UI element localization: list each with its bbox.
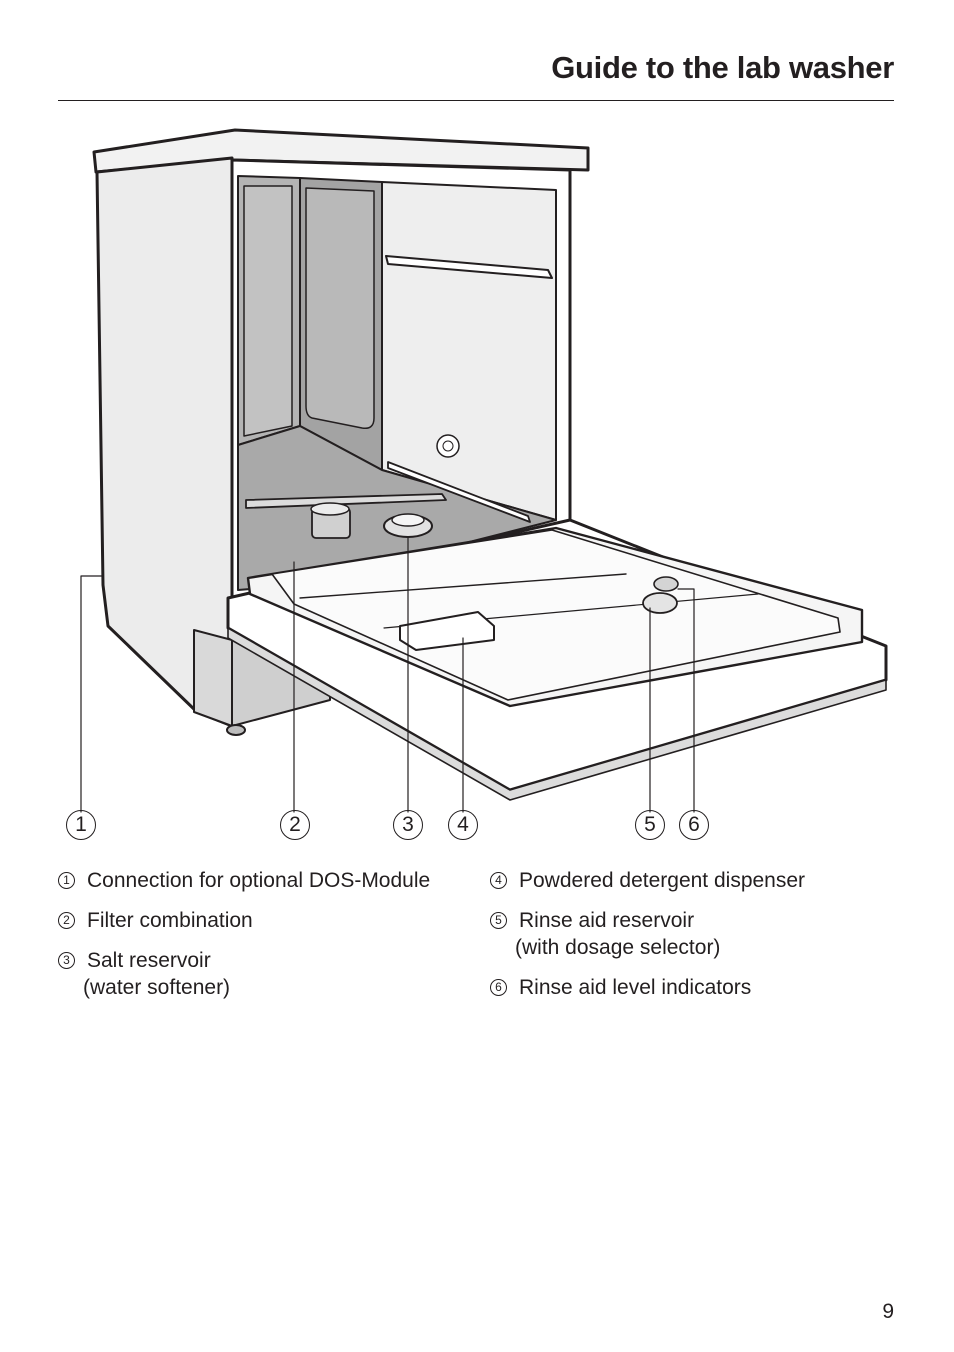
legend-text: Rinse aid reservoir	[519, 909, 695, 932]
callout-3: 3	[393, 810, 423, 840]
basket-rail-lower	[387, 461, 531, 523]
foot	[226, 724, 246, 736]
legend-item: 6 Rinse aid level indicators	[490, 974, 805, 1001]
callout-2: 2	[280, 810, 310, 840]
legend-text: Salt reservoir	[87, 949, 211, 972]
title-divider	[58, 100, 894, 101]
legend-item: 5 Rinse aid reservoir (with dosage selec…	[490, 907, 805, 961]
spray-arm	[245, 493, 447, 509]
legend-marker: 4	[490, 872, 507, 889]
leader-line-6	[677, 588, 695, 813]
legend-text: Filter combination	[87, 909, 253, 932]
legend-item: 1 Connection for optional DOS-Module	[58, 867, 430, 894]
legend-text: (with dosage selector)	[515, 936, 721, 959]
interior-floor	[237, 425, 557, 591]
legend-text: Rinse aid level indicators	[519, 976, 752, 999]
legend-left-column: 1 Connection for optional DOS-Module 2 F…	[58, 867, 430, 1014]
lab-washer-illustration	[80, 128, 888, 813]
door-lower-edge	[227, 627, 887, 801]
legend-marker: 2	[58, 912, 75, 929]
callout-6: 6	[679, 810, 709, 840]
legend-item: 3 Salt reservoir (water softener)	[58, 947, 430, 1001]
callout-5: 5	[635, 810, 665, 840]
rinse-aid-reservoir	[642, 592, 678, 614]
legend-marker: 5	[490, 912, 507, 929]
rinse-aid-indicator	[653, 576, 679, 592]
page-title: Guide to the lab washer	[551, 50, 894, 85]
legend-item: 2 Filter combination	[58, 907, 430, 934]
cabinet-plinth	[193, 629, 233, 727]
legend-marker: 3	[58, 952, 75, 969]
left-wall-recess	[243, 185, 293, 437]
callout-4: 4	[448, 810, 478, 840]
legend-text: Powdered detergent dispenser	[519, 869, 806, 892]
basket-rail-upper	[385, 255, 553, 279]
legend-marker: 6	[490, 979, 507, 996]
legend-text: (water softener)	[83, 976, 231, 999]
leader-line-1	[80, 575, 104, 813]
back-wall-recess	[305, 187, 375, 430]
legend-marker: 1	[58, 872, 75, 889]
legend-item: 4 Powdered detergent dispenser	[490, 867, 805, 894]
legend-right-column: 4 Powdered detergent dispenser 5 Rinse a…	[490, 867, 805, 1014]
callout-1: 1	[66, 810, 96, 840]
legend-text: Connection for optional DOS-Module	[87, 869, 431, 892]
detergent-dispenser	[399, 611, 495, 651]
page-number: 9	[882, 1300, 894, 1323]
spray-nozzle	[436, 434, 460, 458]
